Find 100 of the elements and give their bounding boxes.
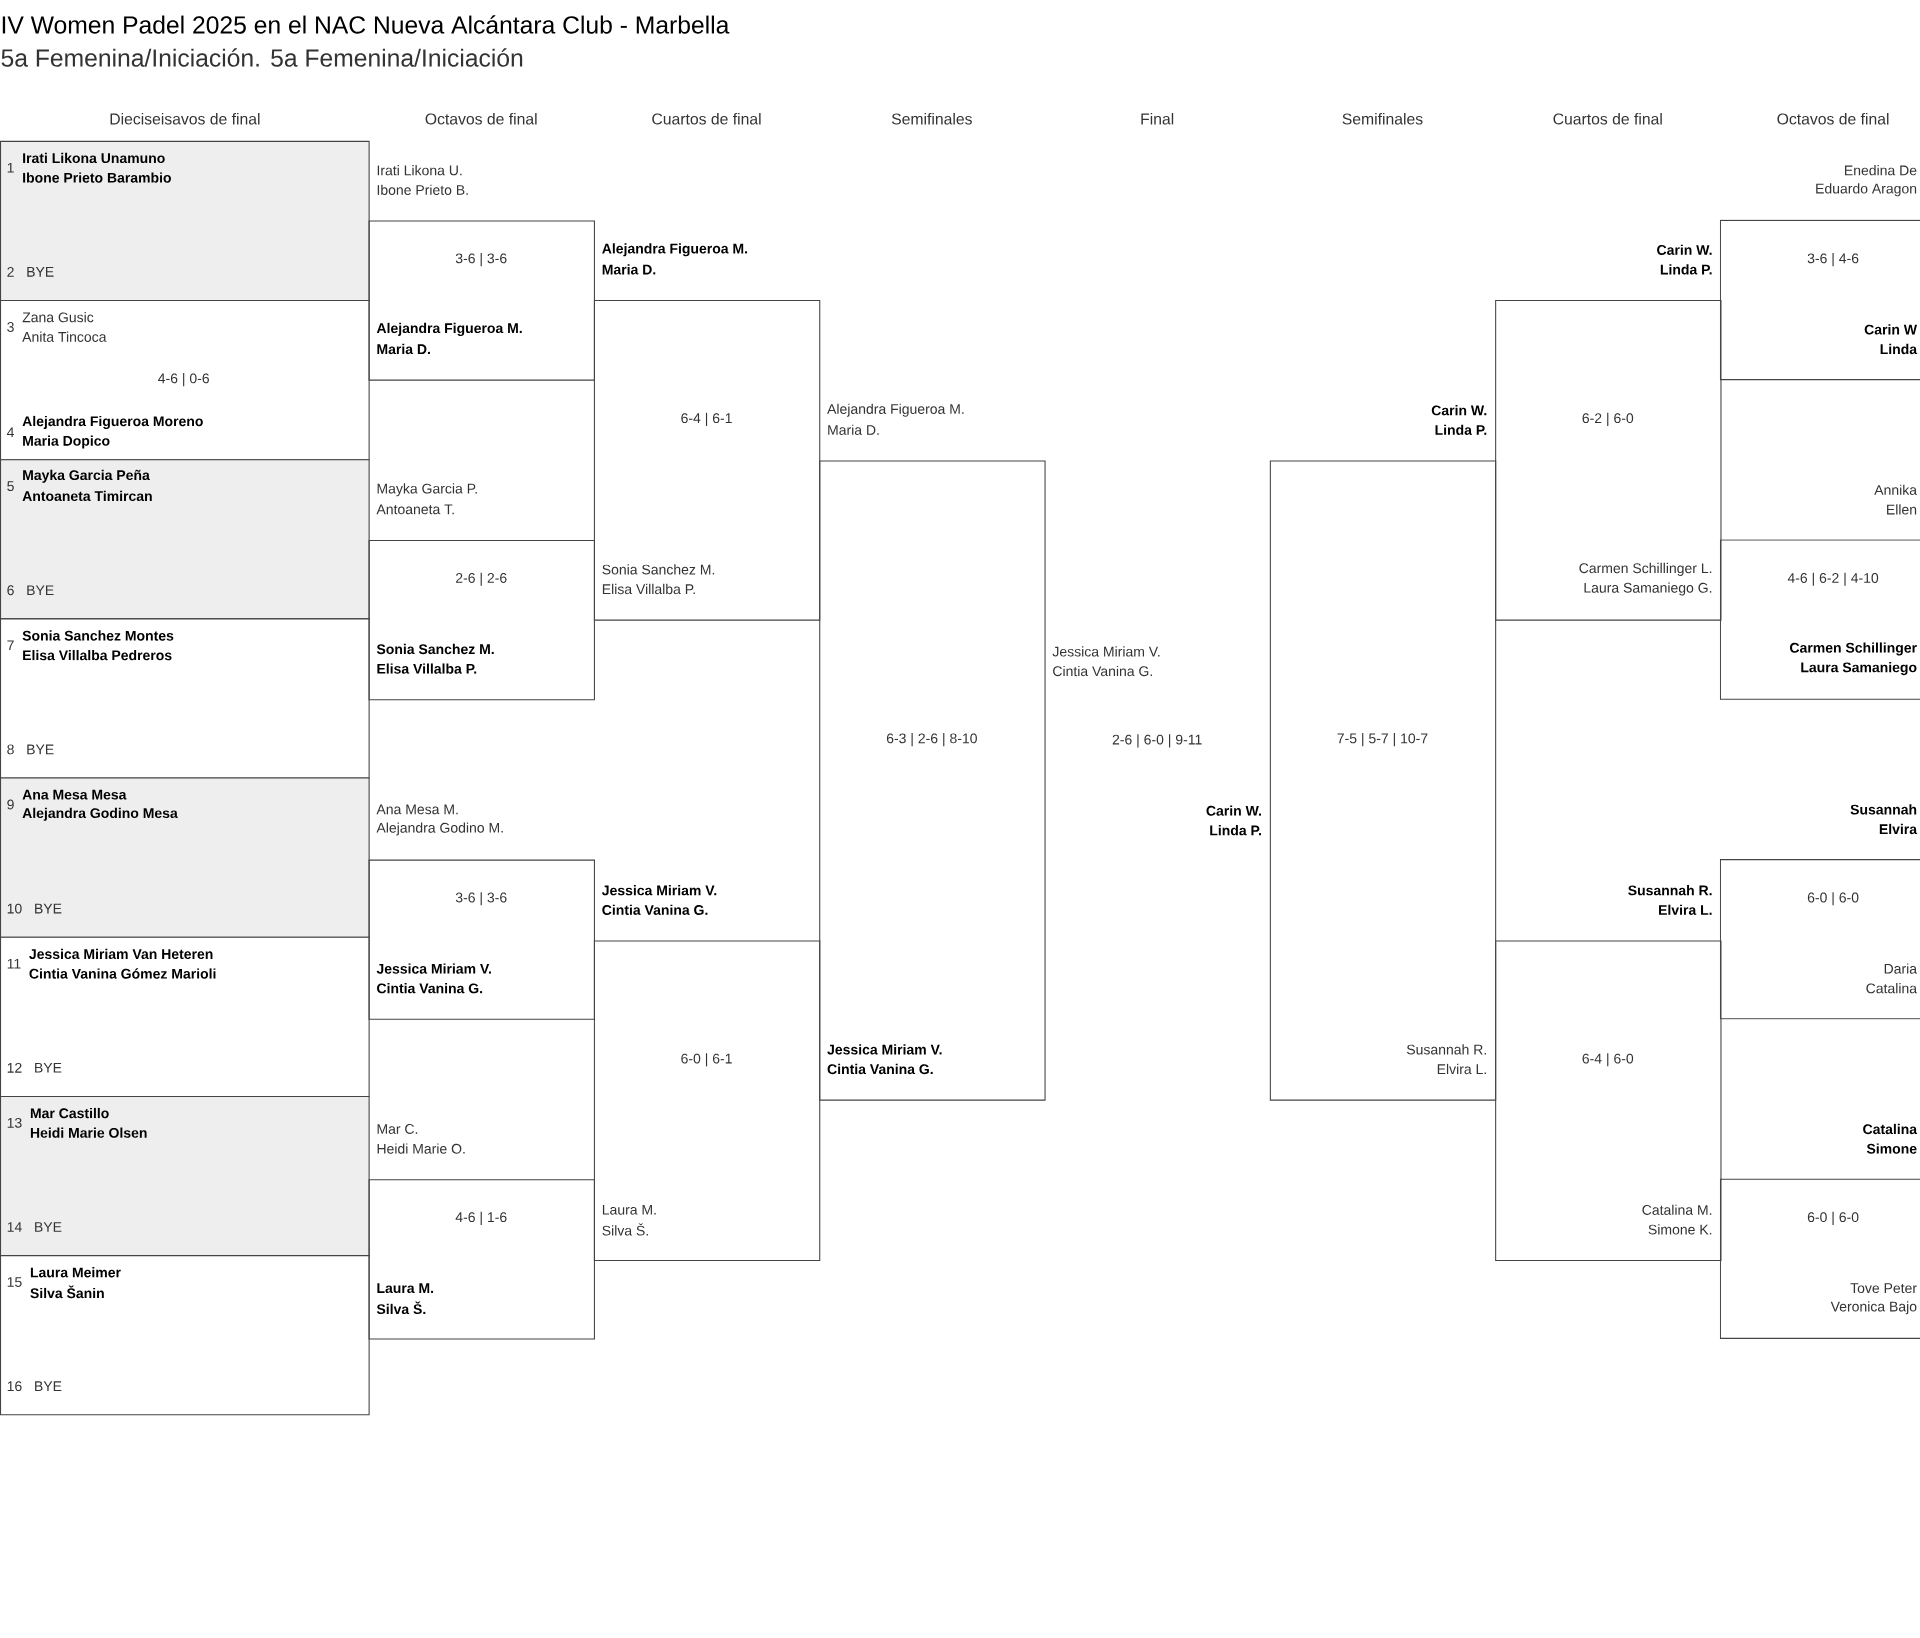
team-name: Irati Likona U.	[377, 164, 462, 176]
title: IV Women Padel 2025 en el NAC Nueva Alcántara Club - Marbella	[2, 15, 730, 34]
team-name: Alejandra Godino M.	[376, 822, 503, 836]
bye-label: BYE	[35, 1062, 62, 1073]
team-name: Carin W.	[1657, 244, 1712, 255]
score-text: 4-6 | 6-2 | 4-10	[1787, 572, 1879, 586]
seed-number: 4	[6, 427, 14, 437]
score-text: 6-4 | 6-0	[1582, 1053, 1634, 1067]
player-name: Sonia Sanchez Montes	[22, 630, 174, 641]
column-header: Cuartos de final	[652, 112, 761, 125]
score-text: 6-3 | 2-6 | 8-10	[886, 732, 977, 746]
seed-number: 6	[7, 585, 14, 595]
team-name: Alejandra Figueroa M.	[376, 322, 522, 336]
team-name: Carin W.	[1431, 404, 1487, 416]
column-header: Semifinales	[1342, 112, 1423, 125]
team-name: Sonia Sanchez M.	[602, 564, 715, 575]
column-header: Dieciseisavos de final	[110, 112, 260, 125]
player-name: Antoaneta Timircan	[22, 490, 152, 501]
team-name: Tove Peter	[1850, 1283, 1917, 1293]
team-name: Linda P.	[1435, 424, 1487, 435]
team-name: Laura M.	[377, 1283, 434, 1293]
team-name: Susannah	[1850, 804, 1917, 815]
team-name: Catalina M.	[1642, 1204, 1712, 1215]
score-text: 4-6 | 1-6	[455, 1211, 507, 1225]
score-text: 2-6 | 2-6	[456, 572, 507, 586]
team-name: Ibone Prieto B.	[377, 184, 468, 195]
player-name: Jessica Miriam Van Heteren	[29, 948, 213, 959]
team-name: Alejandra Figueroa M.	[602, 243, 748, 257]
player-name: Cintia Vanina Gómez Marioli	[29, 968, 216, 979]
team-name: Linda P.	[1660, 264, 1712, 275]
team-name: Enedina De	[1845, 164, 1917, 176]
bye-label: BYE	[27, 585, 54, 595]
team-name: Carmen Schillinger	[1790, 642, 1917, 656]
team-name: Mar C.	[377, 1123, 418, 1134]
score-text: 2-6 | 6-0 | 9-11	[1112, 734, 1202, 748]
team-name: Elvira	[1879, 823, 1918, 834]
subtitle: 5a Femenina/Iniciación. 5a Femenina/Iniciación	[1, 48, 523, 67]
team-name: Silva Š.	[602, 1223, 648, 1236]
team-name: Catalina	[1863, 1123, 1918, 1134]
team-name: Sonia Sanchez M.	[376, 643, 494, 654]
team-name: Cintia Vanina G.	[377, 982, 483, 994]
team-name: Jessica Miriam V.	[602, 884, 717, 896]
score-text: 6-2 | 6-0	[1582, 412, 1634, 426]
team-name: Elvira L.	[1437, 1063, 1486, 1074]
score-text: 3-6 | 4-6	[1807, 252, 1859, 266]
seed-number: 5	[7, 481, 14, 491]
team-name: Daria	[1884, 963, 1918, 974]
team-name: Ellen	[1887, 504, 1917, 515]
team-name: Maria D.	[377, 343, 430, 354]
column-header: Final	[1141, 112, 1174, 125]
score-text: 7-5 | 5-7 | 10-7	[1337, 732, 1428, 746]
seed-number: 10	[7, 903, 22, 914]
team-name: Heidi Marie O.	[377, 1143, 465, 1154]
team-name: Susannah R.	[1628, 884, 1712, 896]
column-header: Octavos de final	[1777, 112, 1889, 125]
column-header: Octavos de final	[425, 112, 537, 125]
team-name: Simone K.	[1648, 1224, 1712, 1235]
player-name: Mar Castillo	[30, 1107, 109, 1119]
player-name: Mayka Garcia Peña	[23, 469, 150, 483]
team-name: Antoaneta T.	[376, 504, 454, 515]
player-name: Maria Dopico	[23, 435, 110, 449]
player-name: Irati Likona Unamuno	[23, 152, 165, 163]
column-header: Semifinales	[891, 112, 972, 125]
team-name: Carin W	[1864, 324, 1917, 335]
seed-number: 12	[7, 1062, 22, 1073]
player-name: Anita Tincoca	[22, 331, 107, 342]
seed-number: 2	[7, 266, 14, 277]
seed-number: 14	[7, 1221, 22, 1232]
player-name: Laura Meimer	[30, 1266, 121, 1278]
team-name: Elisa Villalba P.	[602, 583, 695, 594]
seed-number: 9	[7, 799, 14, 810]
team-name: Maria D.	[828, 424, 879, 435]
player-name: Zana Gusic	[22, 311, 94, 323]
team-name: Elvira L.	[1659, 904, 1712, 915]
team-name: Maria D.	[602, 264, 656, 275]
score-text: 3-6 | 3-6	[455, 892, 507, 906]
seed-number: 7	[7, 640, 14, 650]
score-text: 6-0 | 6-0	[1807, 892, 1859, 906]
team-name: Elisa Villalba P.	[377, 663, 477, 674]
team-name: Catalina	[1866, 982, 1917, 994]
team-name: Alejandra Figueroa M.	[827, 403, 964, 417]
bye-label: BYE	[35, 1381, 62, 1391]
score-text: 6-0 | 6-1	[681, 1053, 732, 1067]
bye-label: BYE	[27, 266, 54, 277]
bye-label: BYE	[35, 1221, 62, 1232]
team-name: Jessica Miriam V.	[827, 1044, 942, 1055]
score-text: 6-0 | 6-0	[1807, 1211, 1859, 1225]
team-name: Cintia Vanina G.	[602, 904, 708, 915]
team-name: Laura Samaniego G.	[1584, 582, 1712, 596]
team-name: Susannah R.	[1406, 1044, 1486, 1055]
score-text: 4-6 | 0-6	[158, 372, 209, 386]
player-name: Elisa Villalba Pedreros	[23, 649, 172, 661]
player-name: Heidi Marie Olsen	[30, 1127, 147, 1138]
seed-number: 1	[7, 162, 14, 173]
team-name: Veronica Bajo	[1830, 1301, 1917, 1315]
team-name: Linda	[1880, 343, 1918, 354]
team-name: Cintia Vanina G.	[827, 1063, 933, 1074]
team-name: Carmen Schillinger L.	[1579, 562, 1712, 576]
seed-number: 16	[7, 1381, 22, 1391]
seed-number: 11	[7, 958, 21, 969]
